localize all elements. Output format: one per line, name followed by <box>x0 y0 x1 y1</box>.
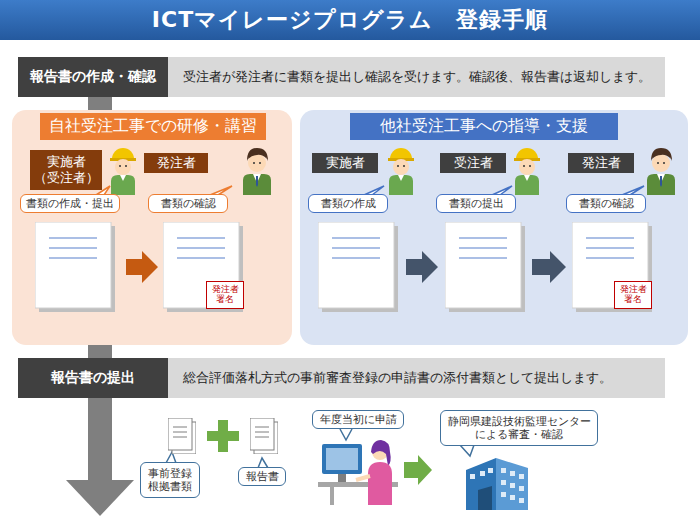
callout: 書類の作成 <box>308 194 388 213</box>
title-text: ICTマイレージプログラム 登録手順 <box>152 5 548 35</box>
signature-stamp: 発注者 署名 <box>614 281 652 309</box>
body-text: 受注者が発注者に書類を提出し確認を受けます。確認後、報告書は返却します。 <box>183 69 659 86</box>
heading-text: 事前登録 根拠書類 <box>144 467 196 493</box>
step-band: 報告書の作成・確認受注者が発注者に書類を提出し確認を受けます。確認後、報告書は返… <box>18 57 665 97</box>
signature-stamp: 発注者 署名 <box>206 281 244 309</box>
callout: 書類の提出 <box>436 194 516 213</box>
role-box: 実施者 <box>312 153 378 173</box>
callout: 書類の確認 <box>148 194 228 213</box>
case-panel: 他社受注工事への指導・支援実施者書類の作成 受注者書類の提出 発注者書類の確認発注者… <box>300 110 688 345</box>
heading-text: 発注者 <box>582 155 621 171</box>
body-text: 総合評価落札方式の事前審査登録の申請書の添付書類として提出します。 <box>183 370 659 387</box>
callout: 事前登録 根拠書類 <box>140 462 200 498</box>
heading-text: 年度当初に申請 <box>320 413 397 426</box>
callout: 静岡県建設技術監理センター による審査・確認 <box>440 410 598 446</box>
role-box: 発注者 <box>144 153 208 173</box>
heading-text: 自社受注工事での研修・講習 <box>40 113 266 140</box>
title-bar: ICTマイレージプログラム 登録手順 <box>0 0 700 40</box>
heading-text: 発注者 署名 <box>208 285 242 305</box>
callout: 書類の作成・提出 <box>20 194 120 213</box>
heading-text: 報告書の作成・確認 <box>18 57 168 97</box>
callout: 書類の確認 <box>566 194 646 213</box>
heading-text: 書類の確認 <box>161 197 216 210</box>
case-panel: 自社受注工事での研修・講習実施者 （受注者） 書類の作成・提出 発注者書類の確認発注… <box>12 110 292 345</box>
heading-text: 発注者 署名 <box>616 285 650 305</box>
heading-text: 静岡県建設技術監理センター による審査・確認 <box>444 415 594 441</box>
heading-text: 書類の提出 <box>449 197 504 210</box>
role-box: 発注者 <box>568 153 634 173</box>
callout: 年度当初に申請 <box>312 410 404 429</box>
heading-text: 受注者 <box>454 155 493 171</box>
heading-text: 他社受注工事への指導・支援 <box>350 113 618 140</box>
heading-text: 書類の作成・提出 <box>26 197 114 210</box>
heading-text: 実施者 （受注者） <box>33 154 99 185</box>
heading-text: 報告書の提出 <box>18 358 168 398</box>
heading-text: 書類の確認 <box>579 197 634 210</box>
step-band: 報告書の提出総合評価落札方式の事前審査登録の申請書の添付書類として提出します。 <box>18 358 665 398</box>
callout: 報告書 <box>238 467 286 486</box>
heading-text: 書類の作成 <box>321 197 376 210</box>
heading-text: 発注者 <box>157 155 196 171</box>
heading-text: 報告書 <box>246 470 279 483</box>
heading-text: 実施者 <box>326 155 365 171</box>
role-box: 受注者 <box>440 153 506 173</box>
role-box: 実施者 （受注者） <box>30 150 102 190</box>
